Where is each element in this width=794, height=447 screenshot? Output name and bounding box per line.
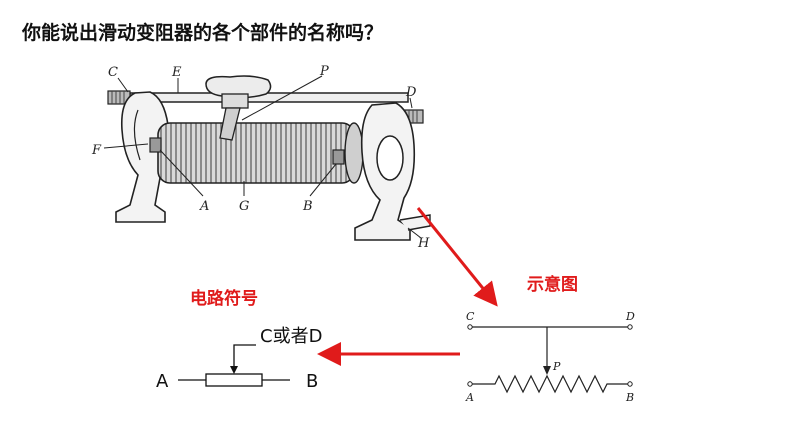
part-label-c: C <box>108 65 118 80</box>
circuit-symbol: C或者D A B <box>156 326 322 392</box>
terminal-b <box>332 149 345 165</box>
part-label-h: H <box>417 236 430 251</box>
arrow-to-schematic <box>416 207 498 307</box>
schematic-label-a: A <box>465 391 474 404</box>
part-label-d: D <box>405 85 417 100</box>
terminal-a <box>149 137 162 153</box>
part-label-e: E <box>171 65 182 80</box>
part-label-p: P <box>319 64 329 79</box>
schematic-diagram: C D P A B <box>465 310 635 404</box>
left-bracket <box>115 91 170 223</box>
schematic-label-c: C <box>466 310 475 323</box>
part-label-g: G <box>239 199 249 214</box>
page-title: 你能说出滑动变阻器的各个部件的名称吗？ <box>22 22 384 44</box>
schematic-label-d: D <box>625 310 635 323</box>
symbol-label-a: A <box>156 371 169 392</box>
schematic-heading: 示意图 <box>527 275 578 295</box>
right-bracket <box>354 102 431 241</box>
schematic-label-b: B <box>625 391 634 404</box>
resistance-coil <box>157 122 364 184</box>
schematic-label-p: P <box>552 360 561 373</box>
slider <box>205 75 272 141</box>
part-label-a: A <box>199 199 209 214</box>
symbol-label-b: B <box>306 371 318 392</box>
symbol-label-top: C或者D <box>260 326 322 347</box>
part-label-f: F <box>91 143 102 158</box>
circuit-symbol-heading: 电路符号 <box>190 289 258 309</box>
rheostat-drawing: C E P D F A G B H <box>91 64 431 251</box>
part-label-b: B <box>302 199 313 214</box>
